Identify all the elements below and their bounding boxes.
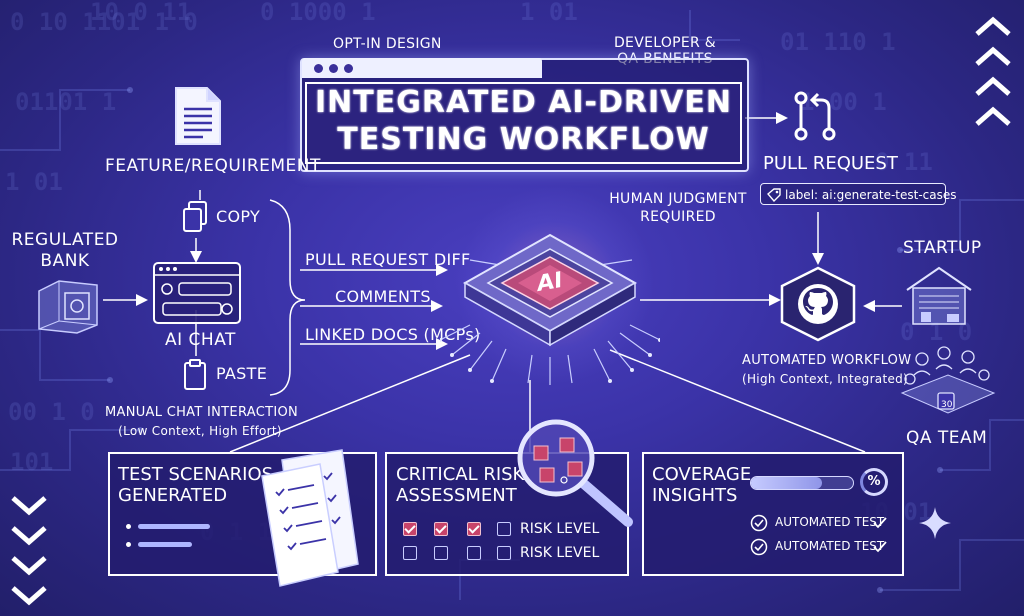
test-scenarios-title: TEST SCENARIOS GENERATED <box>118 464 273 506</box>
risk-checkbox-6[interactable] <box>434 546 448 560</box>
opt-in-design-label: OPT-IN DESIGN <box>333 36 442 52</box>
coverage-insights-title: COVERAGE INSIGHTS <box>652 464 751 506</box>
percent-symbol: % <box>867 474 881 489</box>
coverage-title-line2: INSIGHTS <box>652 485 738 506</box>
paste-label: PASTE <box>216 364 268 383</box>
checkmark-icon <box>872 539 888 558</box>
input-comments: COMMENTS <box>335 287 431 306</box>
automated-workflow-line2: (High Context, Integrated) <box>742 372 909 386</box>
risk-checkbox-4[interactable] <box>497 522 511 536</box>
automated-test-item-2: AUTOMATED TEST <box>775 539 885 553</box>
ai-chip-label: AI <box>537 267 563 298</box>
risk-checkbox-3[interactable] <box>467 522 481 536</box>
checkmark-icon <box>872 515 888 534</box>
tag-icon <box>767 187 781 209</box>
ai-chat-label: AI CHAT <box>165 330 236 350</box>
bullet-dot <box>126 524 131 529</box>
manual-caption-line1: MANUAL CHAT INTERACTION <box>105 405 299 420</box>
critical-risk-title: CRITICAL RISK ASSESSMENT <box>396 464 524 506</box>
check-circle-icon <box>750 538 768 560</box>
title-box <box>305 82 742 164</box>
risk-checkbox-7[interactable] <box>467 546 481 560</box>
svg-text:01 110 1: 01 110 1 <box>780 28 896 56</box>
paste-icon <box>182 358 208 396</box>
human-judgment-line2: REQUIRED <box>640 209 716 225</box>
risk-checkbox-2[interactable] <box>434 522 448 536</box>
chevron-down-icons <box>8 492 50 616</box>
input-linked-docs: LINKED DOCS (MCPs) <box>305 325 481 344</box>
ai-chip-icon <box>438 205 662 389</box>
automated-workflow-line1: AUTOMATED WORKFLOW <box>742 353 912 368</box>
tag-text: label: ai:generate-test-cases <box>785 188 957 202</box>
human-judgment-label: HUMAN JUDGMENT REQUIRED <box>598 190 758 226</box>
manual-caption-line2: (Low Context, High Effort) <box>118 424 282 438</box>
feature-requirement-label: FEATURE/REQUIREMENT <box>105 156 321 176</box>
manual-chat-caption: MANUAL CHAT INTERACTION (Low Context, Hi… <box>105 404 299 440</box>
sparkle-icon <box>918 506 952 544</box>
svg-text:0 1 0: 0 1 0 <box>900 318 972 346</box>
qa-team-label: QA TEAM <box>906 428 988 448</box>
chevron-up-icons <box>972 12 1014 134</box>
check-circle-icon <box>750 514 768 536</box>
critical-risk-card: CRITICAL RISK ASSESSMENT RISK LEVEL RISK… <box>385 452 629 576</box>
test-scenarios-card: TEST SCENARIOS GENERATED <box>108 449 377 587</box>
svg-text:0 1000 1: 0 1000 1 <box>260 0 376 26</box>
page-title: INTEGRATED AI-DRIVEN TESTING WORKFLOW <box>305 84 742 158</box>
input-pull-request-diff: PULL REQUEST DIFF <box>305 250 471 269</box>
coverage-insights-card: COVERAGE INSIGHTS % AUTOMATED TEST AUTOM… <box>642 452 904 576</box>
page-title-line2: TESTING WORKFLOW <box>337 122 710 157</box>
pull-request-icon <box>790 88 840 148</box>
ai-chat-window-icon <box>153 262 241 328</box>
risk-level-label-1: RISK LEVEL <box>520 521 600 537</box>
svg-text:10 0 11: 10 0 11 <box>90 0 191 26</box>
human-judgment-line1: HUMAN JUDGMENT <box>609 191 747 207</box>
critical-risk-title-line1: CRITICAL RISK <box>396 464 525 485</box>
scroll-document-icon <box>242 449 374 590</box>
svg-text:00 1 0: 00 1 0 <box>8 398 95 426</box>
pull-request-label: PULL REQUEST <box>763 153 898 174</box>
qa-team-people-icon <box>898 345 998 423</box>
calendar-number: 30 <box>941 400 953 410</box>
risk-checkbox-5[interactable] <box>403 546 417 560</box>
risk-checkbox-1[interactable] <box>403 522 417 536</box>
startup-label: STARTUP <box>903 238 982 258</box>
startup-garage-icon <box>903 264 975 332</box>
coverage-progress-fill <box>751 477 823 489</box>
coverage-title-line1: COVERAGE <box>652 464 752 485</box>
bullet-dot <box>126 542 131 547</box>
magnifier-icon <box>512 418 636 534</box>
svg-text:1 01: 1 01 <box>5 168 63 196</box>
percent-badge: % <box>860 468 888 496</box>
bank-vault-icon <box>35 275 101 339</box>
automated-workflow-caption: AUTOMATED WORKFLOW (High Context, Integr… <box>742 352 912 388</box>
critical-risk-title-line2: ASSESSMENT <box>396 485 517 506</box>
svg-text:0 10 1101 1 0: 0 10 1101 1 0 <box>10 8 198 36</box>
document-icon <box>173 85 223 151</box>
svg-text:1 01: 1 01 <box>520 0 578 26</box>
automated-test-item-1: AUTOMATED TEST <box>775 515 885 529</box>
test-scenarios-title-line2: GENERATED <box>118 485 228 506</box>
svg-text:101: 101 <box>10 448 53 476</box>
placeholder-line <box>138 542 192 547</box>
generate-test-cases-tag: label: ai:generate-test-cases <box>760 183 957 205</box>
risk-checkbox-8[interactable] <box>497 546 511 560</box>
copy-icon <box>182 200 208 238</box>
title-window-titlebar <box>302 58 542 78</box>
svg-text:01101 1: 01101 1 <box>15 88 116 116</box>
github-icon <box>778 266 858 346</box>
coverage-progress-bar <box>750 476 854 490</box>
copy-label: COPY <box>216 207 261 226</box>
placeholder-line <box>138 524 210 529</box>
svg-text:0 11: 0 11 <box>875 148 933 176</box>
test-scenarios-title-line1: TEST SCENARIOS <box>118 464 274 485</box>
page-title-line1: INTEGRATED AI-DRIVEN <box>315 85 732 120</box>
risk-level-label-2: RISK LEVEL <box>520 545 600 561</box>
regulated-bank-label: REGULATED BANK <box>11 230 119 271</box>
